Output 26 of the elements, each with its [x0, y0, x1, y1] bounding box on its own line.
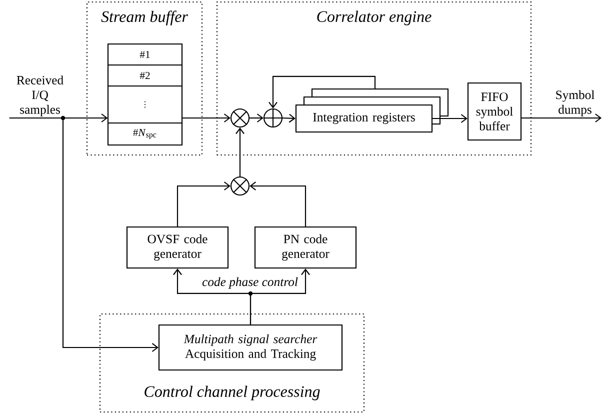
signal-label: code phase control	[202, 277, 298, 289]
process-box: Multipath signal searcher Acquisition and Tracking	[158, 324, 343, 371]
signal-label: Symbol dumps	[556, 90, 594, 116]
arrow	[176, 182, 230, 226]
cell-label: #1	[140, 50, 150, 58]
arrow	[522, 114, 602, 122]
process-box: FIFO symbol buffer	[467, 82, 522, 141]
adder-symbol	[262, 108, 284, 128]
process-box: PN code generator	[254, 226, 357, 269]
cell-label: #2	[140, 72, 150, 80]
arrow	[236, 128, 244, 176]
arrow	[250, 114, 264, 122]
signal-label: Received I/Q samples	[16, 76, 64, 116]
arrow	[250, 182, 306, 226]
process-box: OVSF code generator	[126, 226, 229, 269]
arrow	[9, 117, 158, 352]
arrow	[268, 76, 376, 108]
arrow	[182, 114, 230, 122]
cell-label: ⋮	[144, 101, 146, 108]
arrow	[282, 114, 296, 123]
arrow	[432, 114, 468, 123]
cell-label: #N$_{spc}$	[133, 128, 156, 140]
multiplier-symbol	[230, 176, 250, 196]
arrow	[250, 268, 310, 324]
register-stack: Integration registers	[295, 88, 449, 133]
multiplier-symbol	[230, 108, 250, 128]
